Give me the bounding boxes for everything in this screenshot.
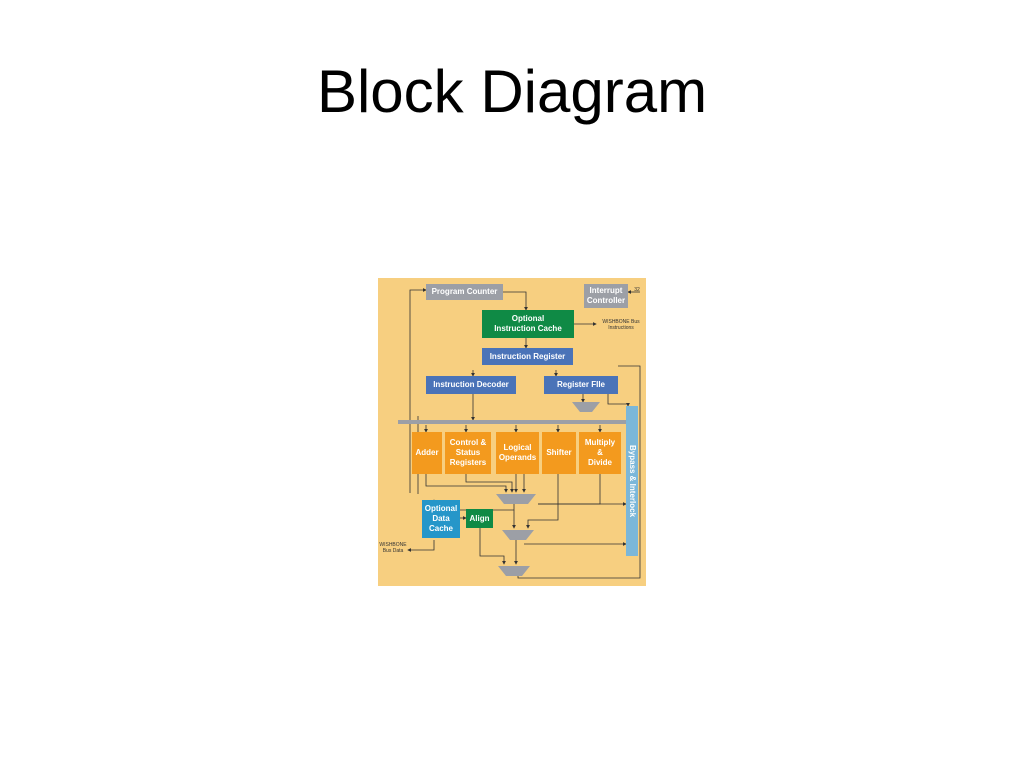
optional-instruction-cache-block: Optional Instruction Cache [482,310,574,338]
wishbone-data-label: WISHBONE Bus Data [379,542,407,554]
shifter-block: Shifter [542,432,576,474]
bypass-interlock-block: Bypass & Interlock [626,406,638,556]
slide-title: Block Diagram [316,58,708,125]
logical-operands-block: Logical Operands [496,432,539,474]
instruction-decoder-block: Instruction Decoder [426,376,516,394]
adder-block: Adder [412,432,442,474]
instruction-register-block: Instruction Register [482,348,573,365]
register-file-block: Register FIle [544,376,618,394]
program-counter-block: Program Counter [426,284,503,300]
optional-data-cache-block: Optional Data Cache [422,500,460,538]
align-block: Align [466,509,493,528]
multiply-divide-block: Multiply & Divide [579,432,621,474]
wishbone-instructions-label: WISHBONE Bus Instructions [602,319,640,331]
block-diagram: Program Counter Interrupt Controller 32 … [378,278,646,586]
interrupt-controller-block: Interrupt Controller [584,284,628,308]
control-status-registers-block: Control & Status Registers [445,432,491,474]
interrupt-width-label: 32 [634,287,640,293]
